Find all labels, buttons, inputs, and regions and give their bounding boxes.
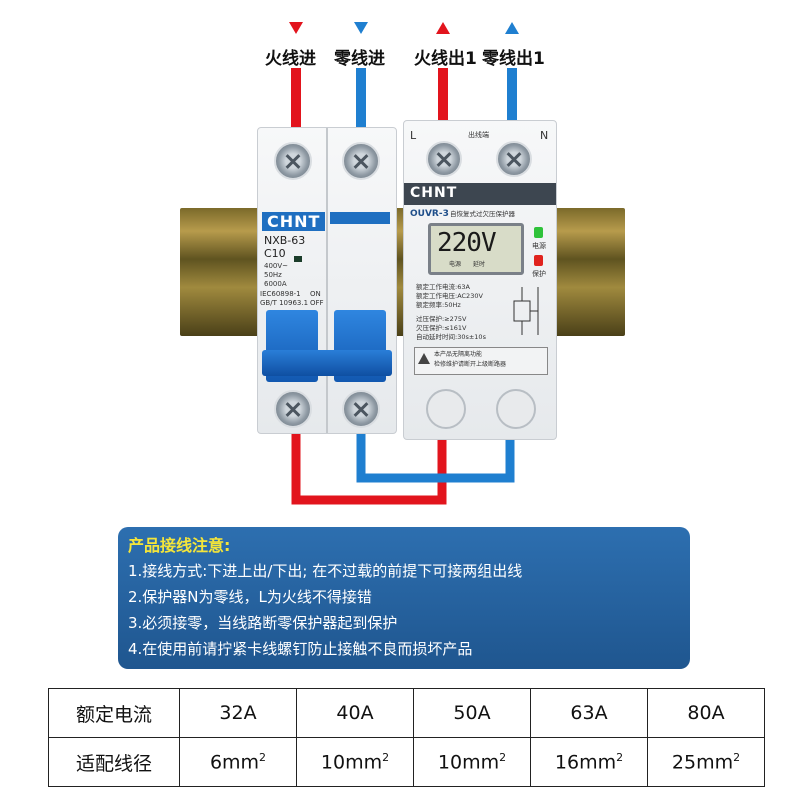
wire-size-value: 25mm [671, 751, 734, 774]
spec-table: 额定电流 32A 40A 50A 63A 80A 适配线径 6mm2 10mm2… [48, 688, 765, 787]
live-in-arrow-icon [289, 22, 303, 34]
breaker-bottom-screw-1-icon [274, 390, 312, 428]
protector-top-screw-l-icon [426, 141, 462, 177]
live-out-wire [438, 68, 448, 138]
protector-warning-line2: 检修维护请断开上级断路器 [434, 361, 507, 368]
voltage-protector: L N 出线端 CHNT OUVR-3 自恢复式过欠压保护器 220V 电源 延… [403, 120, 557, 440]
breaker-top-screw-2-icon [342, 142, 380, 180]
neutral-out-arrow-icon [505, 22, 519, 34]
protector-spec-current: 额定工作电流:63A [416, 283, 470, 291]
warning-triangle-icon [418, 353, 430, 364]
breaker-model: NXB-63 [264, 234, 306, 247]
protector-terminal-n: N [540, 129, 549, 142]
lcd-voltage-reading: 220V [437, 228, 497, 258]
breaker-brand: CHNT [262, 212, 326, 231]
wire-size-value: 16mm [554, 751, 617, 774]
notes-title: 产品接线注意: [128, 536, 231, 555]
notes-line-3: 3.必须接零，当线路断零保护器起到保护 [128, 614, 398, 632]
notes-line-1: 1.接线方式:下进上出/下出; 在不过载的前提下可接两组出线 [128, 562, 523, 580]
neutral-bottom-loop [356, 430, 515, 483]
wire-size-value: 10mm [320, 751, 383, 774]
breaker-on-label: ON [310, 290, 321, 298]
neutral-out-wire [507, 68, 517, 138]
protector-circuit-symbol-icon [513, 287, 539, 335]
wire-size-value: 6mm [209, 751, 260, 774]
wire-size-cell: 10mm2 [413, 737, 531, 787]
neutral-in-label: 零线进 [334, 49, 385, 69]
wire-size-exponent: 2 [499, 750, 507, 764]
protector-subtitle: 自恢复式过欠压保护器 [450, 210, 515, 218]
protector-lcd: 220V 电源 延时 [428, 223, 524, 275]
wire-size-value: 10mm [437, 751, 500, 774]
live-out-label: 火线出1 [414, 49, 477, 69]
wire-size-exponent: 2 [382, 750, 390, 764]
rated-current-cell: 63A [530, 688, 648, 738]
rated-current-cell: 50A [413, 688, 531, 738]
notes-line-2: 2.保护器N为零线，L为火线不得接错 [128, 588, 372, 606]
wire-size-cell: 10mm2 [296, 737, 414, 787]
neutral-out-label: 零线出1 [482, 49, 545, 69]
table-row: 额定电流 32A 40A 50A 63A 80A [48, 688, 765, 738]
protector-brand: CHNT [410, 185, 458, 201]
table-row: 适配线径 6mm2 10mm2 10mm2 16mm2 25mm2 [48, 737, 765, 787]
wire-size-cell: 6mm2 [179, 737, 297, 787]
protector-warning-line1: 本产品无隔离功能 [434, 351, 483, 358]
protect-led-label: 保护 [532, 270, 546, 278]
power-led-icon [534, 227, 543, 238]
breaker-bottom-screw-2-icon [342, 390, 380, 428]
live-out-arrow-icon [436, 22, 450, 34]
breaker-rating: C10 [264, 247, 286, 260]
protector-bottom-terminal-n [496, 389, 536, 429]
lcd-sub-power: 电源 [449, 261, 462, 268]
lcd-sub-delay: 延时 [473, 261, 486, 268]
protector-spec-voltage: 额定工作电压:AC230V [416, 292, 483, 300]
protector-header [404, 183, 556, 205]
rated-current-header: 额定电流 [48, 688, 180, 738]
rated-current-cell: 80A [647, 688, 765, 738]
protector-bottom-terminal-l [426, 389, 466, 429]
neutral-in-wire [356, 68, 366, 138]
protector-terminal-label: 出线端 [468, 131, 489, 139]
breaker-blue-strip [330, 212, 390, 224]
breaker-standard-1: IEC60898-1 [260, 290, 301, 298]
breaker-spec-voltage: 400V~ [264, 262, 289, 270]
protector-spec-frequency: 额定频率:50Hz [416, 301, 461, 309]
rated-current-cell: 32A [179, 688, 297, 738]
live-in-label: 火线进 [265, 49, 316, 69]
protect-led-icon [534, 255, 543, 266]
circuit-breaker: CHNT NXB-63 C10 400V~ 50Hz 6000A IEC6089… [257, 127, 397, 434]
breaker-spec-capacity: 6000A [264, 280, 287, 288]
wire-size-cell: 16mm2 [530, 737, 648, 787]
wiring-diagram [291, 68, 517, 505]
rated-current-cell: 40A [296, 688, 414, 738]
wire-size-exponent: 2 [259, 750, 267, 764]
live-in-wire [291, 68, 301, 138]
protector-warning-box [414, 347, 548, 375]
breaker-spec-frequency: 50Hz [264, 271, 282, 279]
wire-size-exponent: 2 [733, 750, 741, 764]
wiring-notes-panel: 产品接线注意: 1.接线方式:下进上出/下出; 在不过载的前提下可接两组出线 2… [118, 527, 690, 669]
wire-size-exponent: 2 [616, 750, 624, 764]
protector-model: OUVR-3 [410, 209, 449, 219]
wire-size-header: 适配线径 [48, 737, 180, 787]
wire-size-cell: 25mm2 [647, 737, 765, 787]
protector-terminal-l: L [410, 129, 417, 142]
protector-spec-overvoltage: 过压保护:≥275V [416, 315, 467, 323]
breaker-indicator-window [294, 256, 302, 262]
neutral-in-arrow-icon [354, 22, 368, 34]
breaker-pole-divider [326, 128, 328, 433]
power-led-label: 电源 [532, 242, 546, 250]
protector-spec-delay: 自动延时时间:30s±10s [416, 333, 486, 341]
live-bottom-loop [291, 430, 447, 505]
breaker-standard-2: GB/T 10963.1 [260, 299, 309, 307]
breaker-off-label: OFF [310, 299, 324, 307]
protector-top-screw-n-icon [496, 141, 532, 177]
notes-line-4: 4.在使用前请拧紧卡线螺钉防止接触不良而损坏产品 [128, 640, 473, 658]
breaker-top-screw-1-icon [274, 142, 312, 180]
breaker-handle-bar [262, 350, 392, 376]
protector-spec-undervoltage: 欠压保护:≤161V [416, 324, 467, 332]
